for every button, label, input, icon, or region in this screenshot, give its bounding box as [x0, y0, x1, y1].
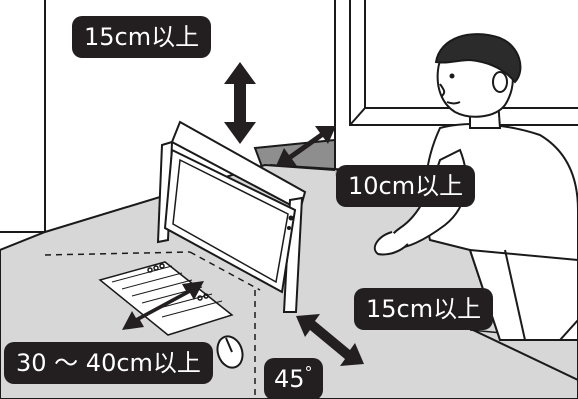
viewing-angle-label: 45°: [264, 358, 323, 399]
right-clearance-label: 15cm以上: [354, 288, 493, 330]
side-clearance-label: 10cm以上: [336, 165, 475, 207]
top-clearance-label: 15cm以上: [72, 16, 211, 58]
arrow-vertical-top: [224, 62, 256, 144]
viewing-distance-label: 30 〜 40cm以上: [4, 342, 213, 384]
viewing-angle-value: 45: [274, 365, 305, 393]
degree-symbol: °: [305, 363, 313, 382]
